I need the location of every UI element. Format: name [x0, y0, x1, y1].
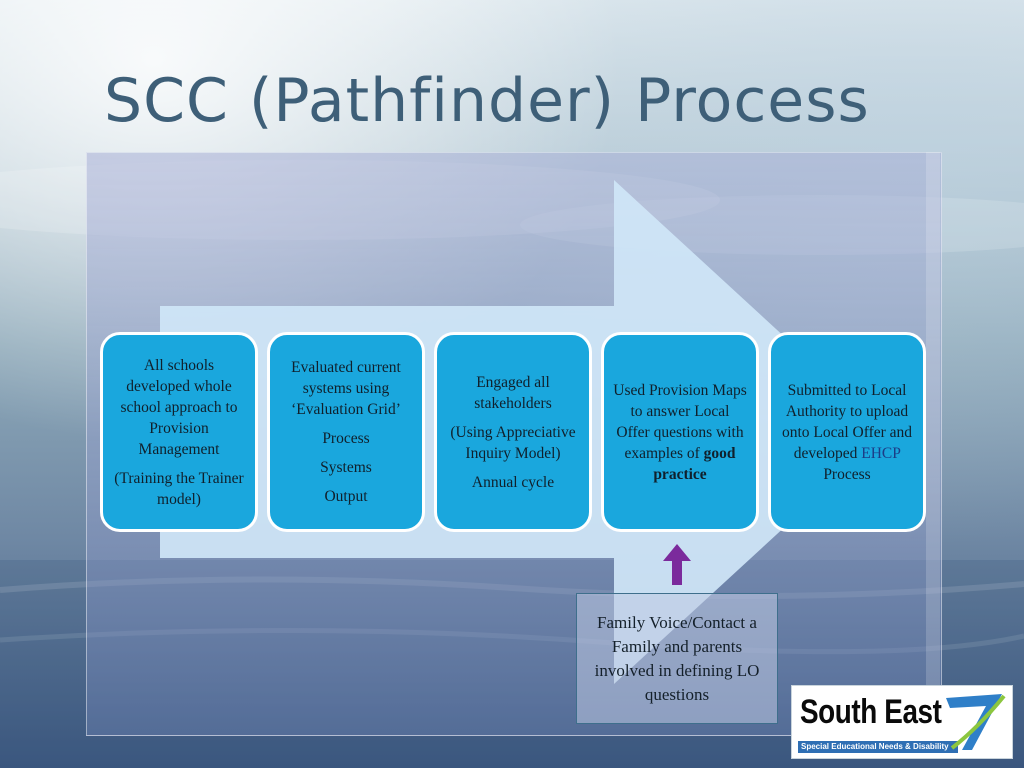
- step-box-stakeholders: Engaged all stakeholders (Using Apprecia…: [434, 332, 592, 532]
- seven-swoosh-icon: [946, 694, 1006, 750]
- step-4-text: Used Provision Maps to answer Local Offe…: [612, 380, 748, 485]
- step-3-cycle: Annual cycle: [471, 473, 555, 491]
- step-2-process: Process: [322, 430, 370, 447]
- step-box-local-offer: Submitted to Local Authority to upload o…: [768, 332, 926, 532]
- family-voice-text: Family Voice/Contact a Family and parent…: [594, 612, 760, 704]
- step-2-systems: Systems: [320, 459, 372, 476]
- step-box-evaluation-grid: Evaluated current systems using ‘Evaluat…: [267, 332, 425, 532]
- step-4-text-bold: good practice: [653, 444, 736, 483]
- step-1-subtext: (Training the Trainer model): [114, 469, 244, 508]
- step-3-text: Engaged all stakeholders: [474, 373, 552, 412]
- step-box-provision-management: All schools developed whole school appro…: [100, 332, 258, 532]
- step-box-provision-maps: Used Provision Maps to answer Local Offe…: [601, 332, 759, 532]
- logo-name: South East: [800, 693, 942, 731]
- logo-tagline: Special Educational Needs & Disability: [798, 741, 958, 753]
- up-arrow-icon: [663, 544, 691, 585]
- slide-title: SCC (Pathfinder) Process: [104, 66, 870, 136]
- step-4-text-main: Used Provision Maps to answer Local Offe…: [613, 381, 747, 462]
- step-3-subtext: (Using Appreciative Inquiry Model): [450, 423, 576, 462]
- step-2-output: Output: [324, 488, 368, 505]
- step-5-text: Submitted to Local Authority to upload o…: [779, 380, 915, 485]
- step-5-text-main: Submitted to Local Authority to upload o…: [781, 381, 913, 462]
- step-5-text-end: Process: [823, 465, 871, 483]
- family-voice-note: Family Voice/Contact a Family and parent…: [576, 593, 778, 724]
- content-panel-edge: [926, 152, 940, 734]
- step-5-text-accent: EHCP: [861, 444, 901, 462]
- step-1-text: All schools developed whole school appro…: [120, 356, 238, 458]
- step-2-text: Evaluated current systems using ‘Evaluat…: [291, 359, 401, 418]
- south-east-logo: South East Special Educational Needs & D…: [792, 686, 1012, 758]
